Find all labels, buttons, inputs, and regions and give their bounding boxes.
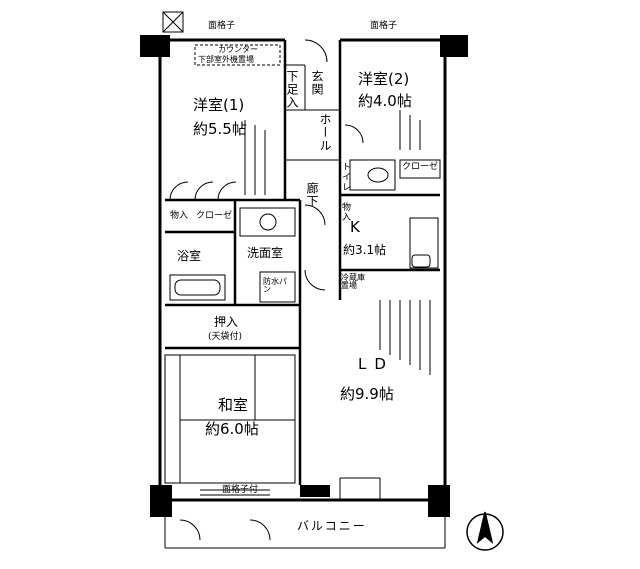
storage-a-label: 物入 [170,211,189,221]
duct-box [162,11,184,33]
closet-doors [244,110,431,375]
exterior-walls [158,38,447,502]
room-washitsu-size: 約6.0帖 [205,420,259,438]
shoe-storage-label: 下足入 [285,70,299,109]
room-yoshitsu2-name: 洋室(2) [358,70,410,88]
closet-right-label: クローゼ [402,162,439,172]
lattice-right-label: 面格子 [370,21,398,31]
corridor-label: 廊下 [305,182,319,208]
detail-lines [164,44,446,549]
washroom-label: 洗面室 [247,246,284,260]
lattice-bottom-label: 面格子付 [222,485,259,495]
door-swings [169,39,364,541]
closet-left-label: クローゼ [196,211,233,221]
toilet-label: トイレ [340,162,350,192]
hall-label: ホール [318,113,332,152]
oshiire-label: 押入 [214,315,239,329]
balcony-label: バルコニー [297,519,367,533]
room-yoshitsu2-size: 約4.0帖 [358,92,412,110]
room-k-name: K [350,218,360,236]
lattice-left-label: 面格子 [208,21,236,31]
pillars [140,35,468,517]
storage-b-label: 物入 [340,202,350,222]
counter-sub-label: 下部室外機置場 [198,55,254,64]
room-k-size: 約3.1帖 [343,243,387,257]
room-yoshitsu1-size: 約5.5帖 [193,120,247,138]
room-ld-size: 約9.9帖 [340,385,394,403]
interior-walls [165,40,440,485]
waterproof-pan-label: 防水パン [263,277,287,294]
oshiire-sub-label: (天袋付) [208,332,243,342]
bath-label: 浴室 [177,249,202,263]
fridge-label: 冷蔵庫置場 [341,273,365,290]
room-ld-name: LD [358,355,394,373]
north-arrow-icon [466,511,504,551]
room-washitsu-name: 和室 [218,396,249,414]
counter-label: カウンター [218,45,258,54]
entrance-label: 玄関 [310,70,324,96]
room-yoshitsu1-name: 洋室(1) [193,96,245,114]
